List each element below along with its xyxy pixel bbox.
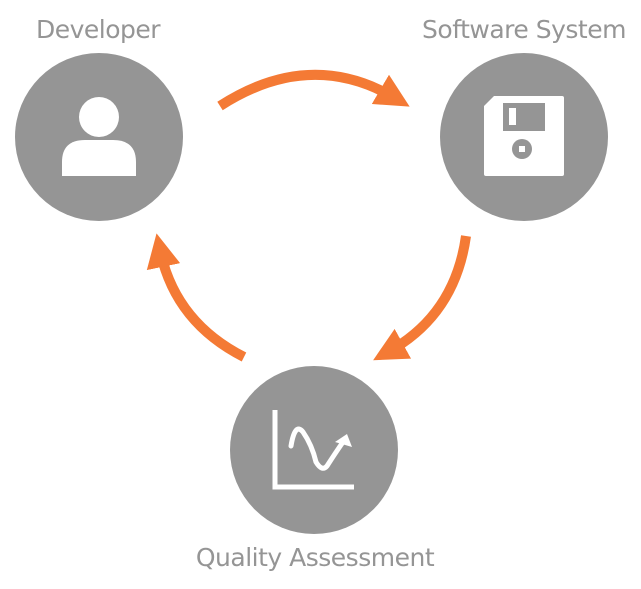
- arrow-software-to-quality: [373, 235, 471, 361]
- chart-trend-icon: [272, 410, 354, 490]
- person-icon: [62, 97, 136, 176]
- arrow-developer-to-software: [217, 69, 410, 111]
- arrow-quality-to-developer: [146, 233, 247, 362]
- developer-label: Developer: [36, 15, 161, 44]
- floppy-disk-icon: [484, 96, 564, 176]
- software-system-label: Software System: [422, 15, 626, 44]
- quality-assessment-label: Quality Assessment: [196, 543, 435, 572]
